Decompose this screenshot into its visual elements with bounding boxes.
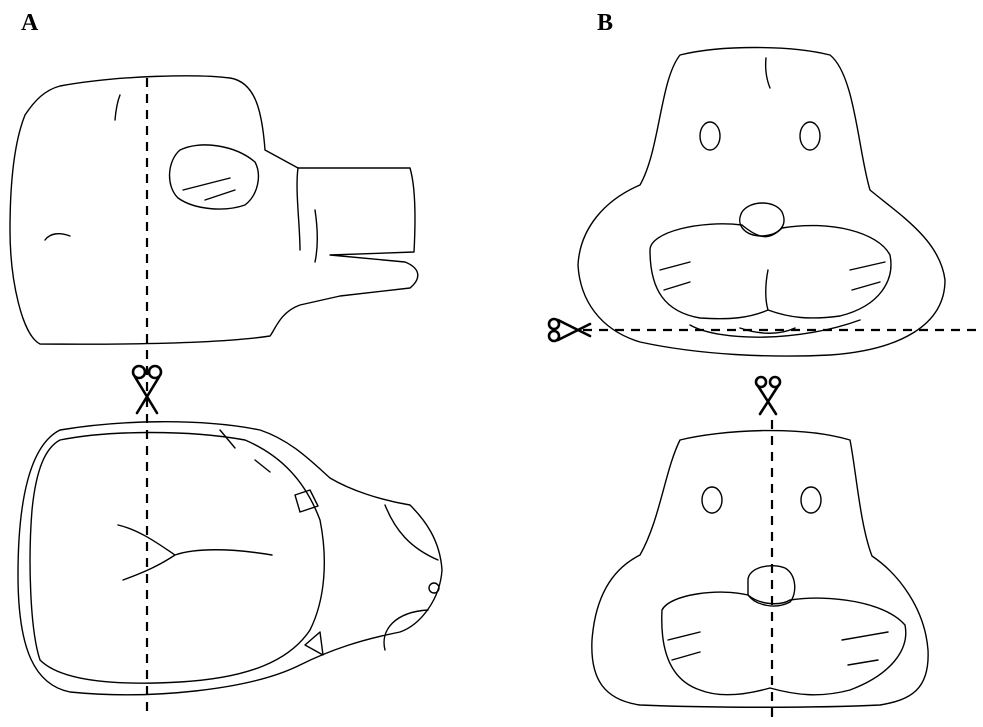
skull-dorsal-view <box>18 422 442 695</box>
panel-a-diagram <box>10 76 442 718</box>
skull-lateral-outline <box>10 76 418 344</box>
jaw-left-marks <box>660 262 690 290</box>
skull-frontal-cut-outline <box>592 431 928 708</box>
cut-jaw-left-marks <box>668 632 700 660</box>
cut-jaw-outline <box>662 592 906 695</box>
jaw-midline <box>766 270 768 310</box>
frontal-suture <box>766 58 770 88</box>
skull-frontal-outline <box>578 48 945 357</box>
orbit-detail-line <box>183 178 235 200</box>
nasal-opening <box>740 203 784 236</box>
dorsal-rim-dashes <box>220 430 270 472</box>
cranial-suture <box>118 525 272 580</box>
skull-lateral-view <box>10 76 418 344</box>
ear-mark <box>45 234 70 240</box>
skull-frontal-view <box>578 48 945 357</box>
cut-left-foramen <box>702 487 722 513</box>
dorsal-foramen-lower <box>305 632 323 655</box>
cut-jaw-right-marks <box>842 632 888 665</box>
dorsal-tip-foramen <box>429 583 439 593</box>
jaw-right-marks <box>850 262 885 290</box>
scissors-vertical-icon <box>756 377 780 414</box>
panel-b-diagram <box>549 48 980 721</box>
left-foramen <box>700 122 720 150</box>
skull-dorsal-inner-outline <box>30 433 324 684</box>
snout-edge <box>297 168 317 262</box>
dorsal-snout-detail-upper <box>385 505 438 560</box>
cut-right-foramen <box>801 487 821 513</box>
skull-frontal-cut-view <box>592 431 928 708</box>
jaw-outline <box>650 224 891 319</box>
skull-dorsal-outer-outline <box>18 422 442 695</box>
skull-orbit <box>170 145 259 209</box>
right-foramen <box>800 122 820 150</box>
suture-mark <box>115 95 120 120</box>
lower-jaw-lip <box>690 320 860 337</box>
